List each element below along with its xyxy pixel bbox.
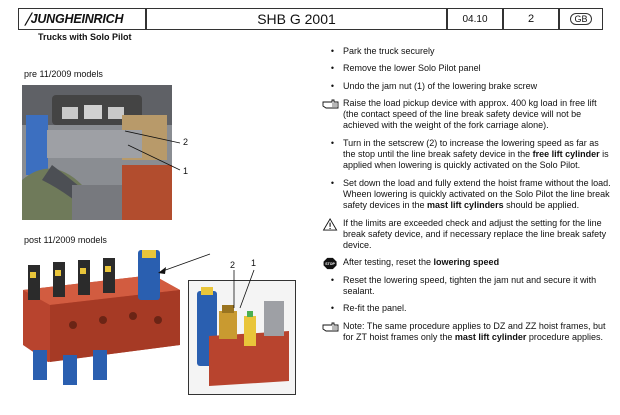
bullet: • — [330, 63, 335, 74]
bullet: • — [330, 137, 335, 148]
hand-pointer-icon — [322, 99, 339, 109]
step-remove: • Remove the lower Solo Pilot panel — [322, 63, 612, 74]
step-text: is applied when lowering is quickly acti… — [343, 149, 609, 171]
instruction-text: • Park the truck securely • Remove the low… — [322, 46, 612, 349]
step-setdown: • Set down the load and fully extend the … — [322, 178, 612, 212]
pre-model-caption: pre 11/2009 models — [24, 69, 103, 79]
step-text: Re-fit the panel. — [343, 303, 407, 314]
step-text: Park the truck securely — [343, 46, 435, 56]
step-text-bold: mast lift cylinder — [454, 331, 527, 342]
valve-photo-illustration — [22, 85, 172, 220]
language-code: GB — [570, 13, 592, 25]
pre-callout-lines — [124, 130, 181, 171]
bullet: • — [330, 80, 335, 91]
detail-illustration — [189, 281, 295, 394]
step-text-bold: free lift cylinder — [532, 149, 600, 160]
step-text: should be applied. — [503, 200, 580, 211]
step-text: Remove the lower Solo Pilot panel — [343, 63, 481, 74]
post-callout-lines — [233, 269, 255, 309]
stop-icon: STOP — [323, 258, 337, 270]
step-text: procedure applies. — [526, 331, 603, 342]
bullet: • — [330, 303, 335, 314]
step-refit: • Re-fit the panel. — [322, 303, 612, 314]
page-number: 2 — [503, 8, 559, 30]
step-raise: Raise the load pickup device with approx… — [322, 98, 612, 132]
pre-model-photo — [22, 85, 172, 220]
step-text: Turn in the setscrew (2) to increase the… — [343, 137, 599, 160]
logo-text: JUNGHEINRICH — [30, 12, 124, 26]
bullet: • — [330, 46, 335, 56]
step-text: Reset the lowering speed, tighten the ja… — [343, 274, 597, 297]
pre-callout-2: 2 — [183, 137, 189, 147]
bullet: • — [330, 274, 335, 285]
post-callout-2: 2 — [230, 260, 236, 270]
step-text: Raise the load pickup device with approx… — [343, 97, 597, 131]
post-callout-arrow — [158, 253, 211, 274]
valve-block-illustration — [23, 250, 180, 385]
step-text: Undo the jam nut (1) of the lowering bra… — [343, 80, 538, 91]
document-title: SHB G 2001 — [146, 8, 447, 30]
document-version: 04.10 — [447, 8, 503, 30]
language-badge: GB — [559, 8, 603, 30]
post-model-caption: post 11/2009 models — [24, 235, 107, 245]
step-park: • Park the truck securely — [322, 46, 612, 57]
bullet: • — [330, 177, 335, 188]
step-text: Note: The same procedure applies to DZ a… — [343, 320, 606, 342]
page-header: ⧸ JUNGHEINRICH SHB G 2001 04.10 2 GB — [18, 8, 603, 30]
hand-pointer-icon — [322, 322, 339, 332]
pre-callout-1: 1 — [183, 166, 189, 176]
section-title: Trucks with Solo Pilot — [38, 32, 132, 42]
step-text-bold: mast lift cylinders — [427, 200, 504, 211]
brand-logo: ⧸ JUNGHEINRICH — [18, 8, 146, 30]
step-text: After testing, reset the — [343, 257, 434, 268]
post-model-detail-photo — [188, 280, 296, 395]
post-callout-1: 1 — [251, 258, 257, 268]
post-model-valve-block — [18, 250, 183, 390]
warning-triangle-icon — [322, 217, 338, 231]
step-turn: • Turn in the setscrew (2) to increase th… — [322, 138, 612, 172]
step-text-bold: lowering speed — [433, 257, 500, 268]
step-undo: • Undo the jam nut (1) of the lowering br… — [322, 81, 612, 92]
step-reset: • Reset the lowering speed, tighten the j… — [322, 275, 612, 298]
step-note: Note: The same procedure applies to DZ a… — [322, 321, 612, 344]
step-text: If the limits are exceeded check and adj… — [343, 217, 607, 251]
step-after: STOP After testing, reset the lowering s… — [322, 257, 612, 270]
logo-mark-icon: ⧸ — [25, 10, 30, 27]
step-text: Set down the load and fully extend the h… — [343, 177, 611, 211]
svg-text:STOP: STOP — [325, 263, 335, 267]
step-limits: If the limits are exceeded check and adj… — [322, 218, 612, 252]
